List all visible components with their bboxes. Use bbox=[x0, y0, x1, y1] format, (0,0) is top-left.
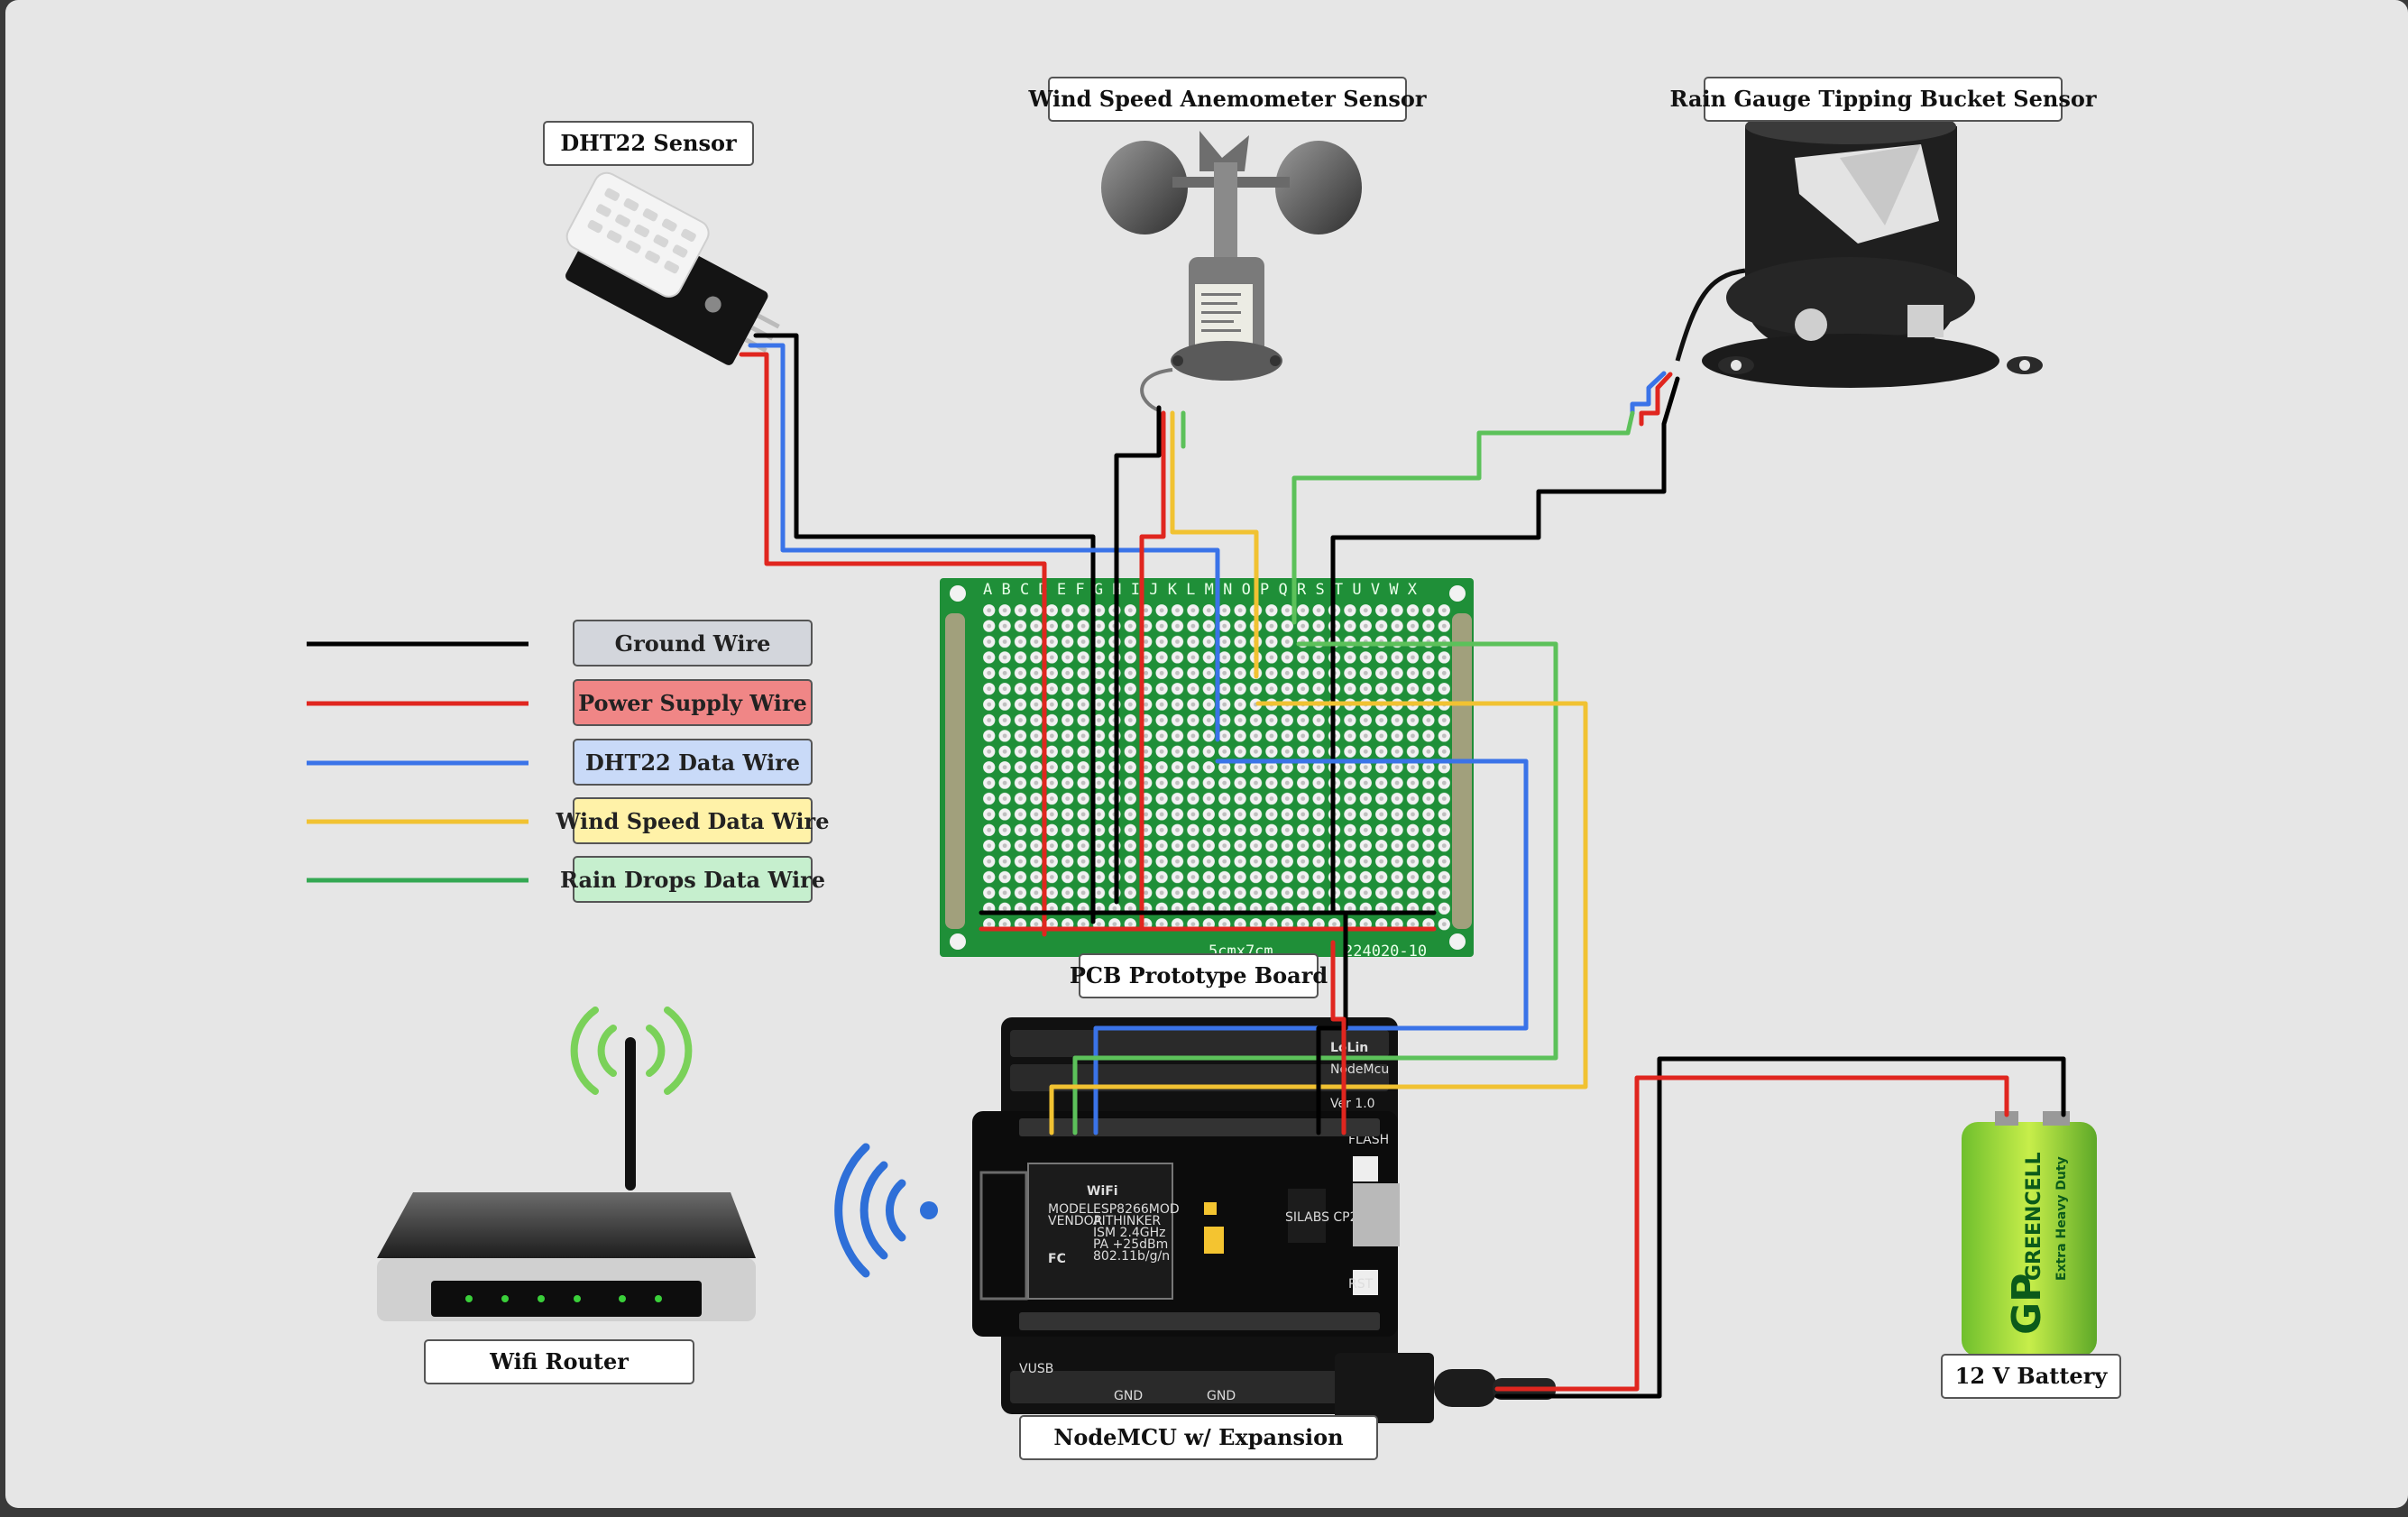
legend-label-box bbox=[573, 620, 813, 667]
model-label: MODEL bbox=[1048, 1202, 1094, 1217]
wifi-signal-waves-icon bbox=[834, 1143, 938, 1278]
vendor-text: AITHINKER bbox=[1093, 1214, 1161, 1228]
router-label: Wifi Router bbox=[424, 1339, 694, 1384]
ground-wire bbox=[753, 333, 1096, 924]
nodemcu-label-text: NodeMCU w/ Expansion bbox=[1053, 1424, 1343, 1450]
anemometer-sensor-image bbox=[1101, 131, 1362, 412]
anemometer-label-text: Wind Speed Anemometer Sensor bbox=[1028, 86, 1427, 112]
ground-wire bbox=[1114, 405, 1162, 905]
power-wire bbox=[1330, 940, 1346, 1135]
gnd-label-1: GND bbox=[1114, 1389, 1143, 1403]
anemometer-label: Wind Speed Anemometer Sensor bbox=[1028, 77, 1427, 122]
component-labels: DHT22 Sensor Wind Speed Anemometer Senso… bbox=[424, 77, 2121, 1460]
battery-label-text: 12 V Battery bbox=[1955, 1363, 2109, 1389]
ism-text: ISM 2.4GHz bbox=[1093, 1226, 1166, 1240]
ground-wire bbox=[1330, 376, 1680, 914]
vusb-label: VUSB bbox=[1019, 1362, 1053, 1376]
ground-wire bbox=[1494, 1056, 2066, 1399]
wiring bbox=[739, 333, 2066, 1399]
wifi-logo-text: WiFi bbox=[1087, 1184, 1118, 1199]
power-wire bbox=[1139, 410, 1166, 932]
legend-item: Power Supply Wire bbox=[307, 679, 813, 726]
pcb-code-print: 224020-10 bbox=[1344, 942, 1427, 961]
legend-label-text: Power Supply Wire bbox=[578, 690, 807, 716]
nodemcu-label: NodeMCU w/ Expansion bbox=[1019, 1415, 1378, 1460]
wind-wire bbox=[1170, 410, 1259, 679]
rain-wire bbox=[1072, 641, 1558, 1135]
legend-item: DHT22 Data Wire bbox=[307, 739, 813, 786]
legend-label-text: Rain Drops Data Wire bbox=[560, 867, 825, 893]
rain-gauge-label-text: Rain Gauge Tipping Bucket Sensor bbox=[1669, 86, 2096, 112]
fc-logo-text: FC bbox=[1048, 1252, 1066, 1266]
router-signal-icon bbox=[570, 1007, 693, 1095]
dht22-wire bbox=[1093, 758, 1529, 1135]
legend-item: Rain Drops Data Wire bbox=[307, 856, 825, 903]
dht22-sensor-image bbox=[565, 171, 780, 365]
nodemcu-model-text: NodeMcu bbox=[1330, 1062, 1389, 1077]
battery-name-text: GREENCELL bbox=[2023, 1152, 2045, 1281]
router-label-text: Wifi Router bbox=[489, 1348, 629, 1374]
dht22-wire bbox=[1630, 371, 1667, 416]
legend-label-text: Wind Speed Data Wire bbox=[556, 808, 830, 834]
legend-item: Ground Wire bbox=[307, 620, 813, 667]
battery-label: 12 V Battery bbox=[1941, 1354, 2121, 1399]
vendor-label: VENDOR bbox=[1048, 1214, 1103, 1228]
legend-label-box bbox=[573, 679, 813, 726]
dht22-label-text: DHT22 Sensor bbox=[560, 130, 737, 156]
rain-gauge-label: Rain Gauge Tipping Bucket Sensor bbox=[1669, 77, 2097, 122]
dht22-label: DHT22 Sensor bbox=[543, 121, 754, 166]
legend-label-text: Ground Wire bbox=[615, 630, 771, 657]
gnd-label-2: GND bbox=[1207, 1389, 1236, 1403]
nodemcu-expansion-board: WiFi FC MODEL VENDOR ESP8266MOD AITHINKE… bbox=[834, 1017, 1556, 1423]
rst-label: RST bbox=[1348, 1277, 1374, 1292]
pcb-column-letters: A B C D E F G H I J K L M N O P Q R S T … bbox=[983, 581, 1418, 599]
legend-label-box bbox=[573, 739, 813, 786]
rain-gauge-sensor-image bbox=[1675, 108, 2043, 388]
standard-text: 802.11b/g/n bbox=[1093, 1249, 1170, 1264]
dht22-wire bbox=[748, 343, 1220, 742]
pa-text: PA +25dBm bbox=[1093, 1237, 1168, 1252]
pcb-prototype-board: A B C D E F G H I J K L M N O P Q R S T … bbox=[940, 578, 1474, 961]
ground-wire bbox=[1316, 913, 1348, 1135]
pcb-label-text: PCB Prototype Board bbox=[1070, 962, 1328, 988]
legend-label-box bbox=[573, 856, 813, 903]
battery-image: GP GREENCELL Extra Heavy Duty bbox=[1962, 1111, 2097, 1356]
wifi-router-image bbox=[377, 1007, 756, 1321]
legend-label-box bbox=[573, 797, 813, 844]
pcb-label: PCB Prototype Board bbox=[1070, 953, 1328, 998]
wind-wire bbox=[1049, 701, 1588, 1135]
power-wire bbox=[1494, 1075, 2009, 1392]
legend-label-text: DHT22 Data Wire bbox=[585, 749, 800, 776]
power-wire bbox=[1639, 372, 1673, 427]
battery-brand-text: GP bbox=[2004, 1273, 2050, 1335]
power-wire bbox=[739, 352, 1047, 937]
rain-wire bbox=[1291, 410, 1635, 625]
battery-grade-text: Extra Heavy Duty bbox=[2054, 1156, 2069, 1281]
version-text: Ver 1.0 bbox=[1330, 1097, 1375, 1111]
module-text: ESP8266MOD bbox=[1093, 1202, 1180, 1217]
lolin-text: LoLin bbox=[1330, 1041, 1368, 1055]
legend-item: Wind Speed Data Wire bbox=[307, 797, 830, 844]
